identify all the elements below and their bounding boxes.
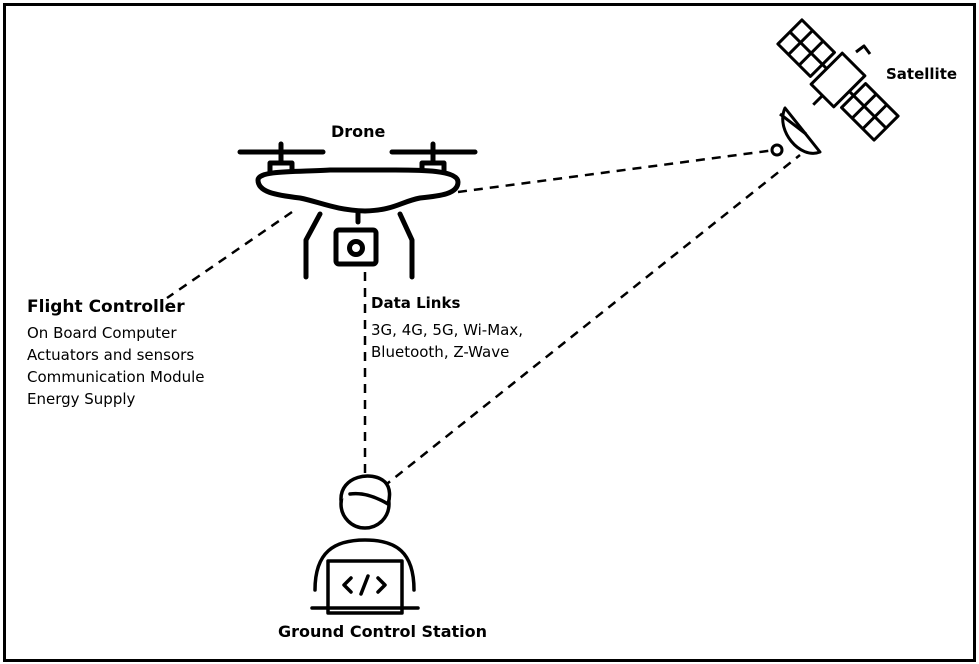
- flight-controller-item: Energy Supply: [27, 390, 136, 408]
- diagram-frame: [3, 3, 976, 662]
- satellite-label: Satellite: [886, 65, 958, 83]
- flight-controller-item: On Board Computer: [27, 324, 177, 342]
- drone-flight-controller-link: [166, 210, 293, 300]
- data-links-list: 3G, 4G, 5G, Wi-Max, Bluetooth, Z-Wave: [371, 319, 523, 363]
- ground-control-station-label: Ground Control Station: [278, 622, 488, 641]
- drone-satellite-link: [457, 148, 776, 194]
- developer-laptop-icon: [310, 474, 420, 615]
- connection-lines: [166, 148, 801, 488]
- drone-label: Drone: [331, 122, 386, 141]
- flight-controller-item: Actuators and sensors: [27, 346, 195, 364]
- flight-controller-title: Flight Controller: [27, 297, 185, 317]
- satellite-icon: [770, 18, 900, 157]
- ground-satellite-link: [382, 154, 801, 488]
- camera-icon: [333, 227, 379, 267]
- flight-controller-item: Communication Module: [27, 368, 205, 386]
- drone-icon: [237, 141, 478, 280]
- data-links-line: 3G, 4G, 5G, Wi-Max,: [371, 321, 523, 339]
- flight-controller-list: On Board Computer Actuators and sensors …: [27, 322, 205, 410]
- data-links-title: Data Links: [371, 294, 461, 312]
- data-links-line: Bluetooth, Z-Wave: [371, 343, 510, 361]
